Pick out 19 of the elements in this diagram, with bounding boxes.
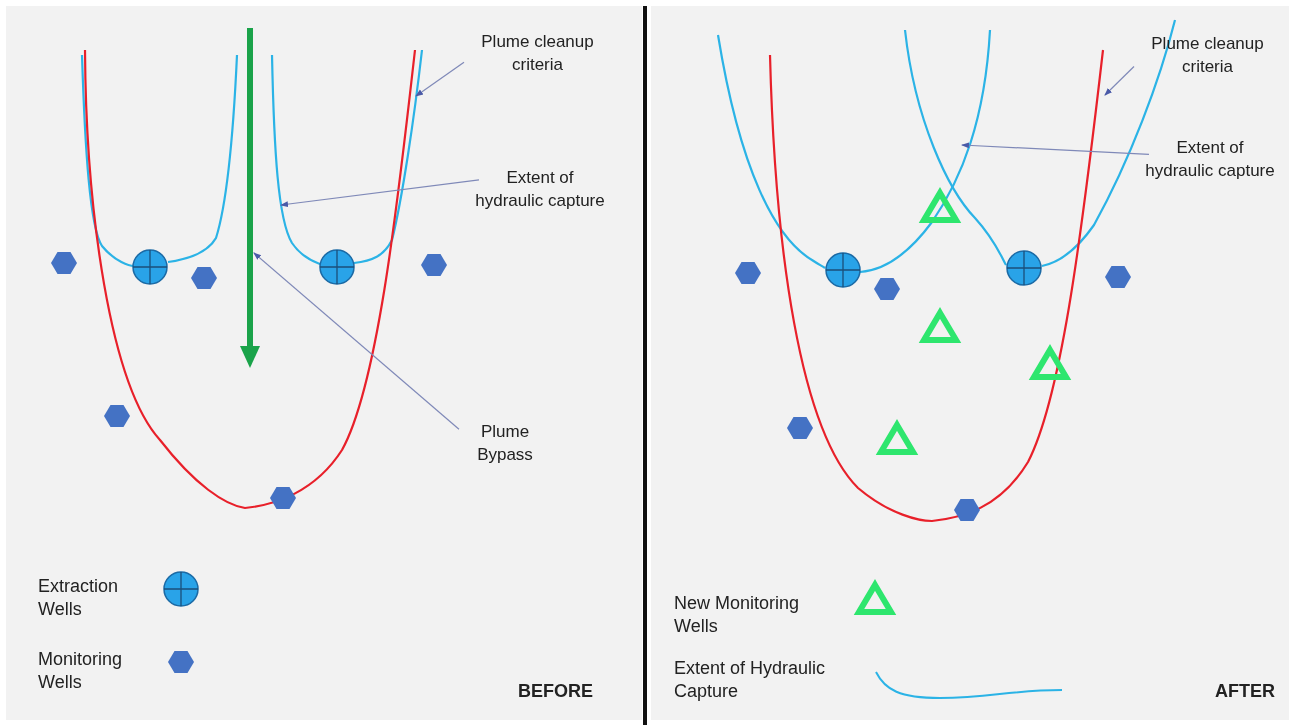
legend-label: Extent of Hydraulic Capture: [674, 657, 827, 703]
leader-line: [253, 252, 460, 430]
cleanup-boundary-line: [768, 49, 1105, 523]
callout-label: Plume Bypass: [455, 420, 555, 466]
panel-title: AFTER: [1215, 680, 1275, 703]
callout-label: Extent of hydraulic capture: [1145, 136, 1275, 182]
legend-label: Monitoring Wells: [38, 648, 124, 694]
legend-label: New Monitoring Wells: [674, 592, 801, 638]
leader-line: [280, 179, 480, 208]
leader-line: [415, 61, 465, 97]
cleanup-boundary-line: [83, 49, 417, 510]
flow-arrow: [240, 28, 260, 368]
callout-label: Extent of hydraulic capture: [475, 166, 605, 212]
leader-line: [961, 142, 1150, 155]
panel-title: BEFORE: [518, 680, 593, 703]
leader-line: [1104, 65, 1135, 96]
capture-zone-boundary-line: [859, 29, 992, 274]
legend-label: Extraction Wells: [38, 575, 120, 621]
callout-label: Plume cleanup criteria: [460, 30, 615, 76]
